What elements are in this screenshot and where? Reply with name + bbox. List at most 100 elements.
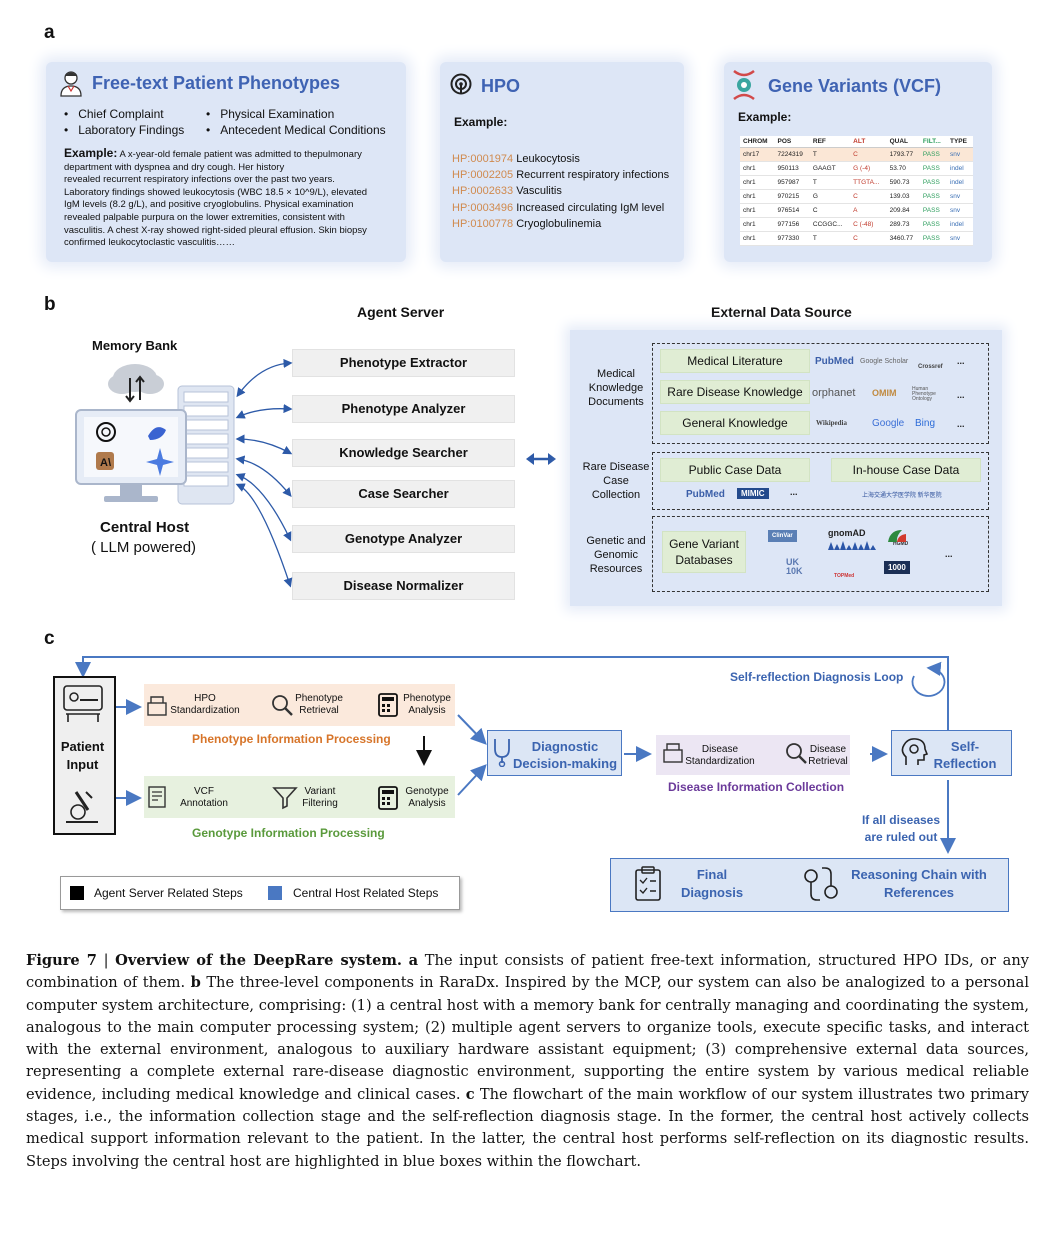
figure-caption: Figure 7 | Overview of the DeepRare syst… (26, 950, 1029, 1173)
magnifier-icon (272, 695, 293, 716)
patient-bed-icon (63, 685, 103, 722)
legend-agent-swatch (70, 886, 84, 900)
omim-logo: OMIM (872, 388, 897, 398)
vcf-cell: 957987 (774, 175, 810, 190)
legend-agent-label: Agent Server Related Steps (94, 886, 243, 900)
uk10k-logo: UK 10K (786, 557, 803, 576)
monitor-icon: A\ (75, 409, 187, 502)
step-phenotype-analysis: Phenotype Analysis (403, 693, 451, 716)
clinvar-logo: ClinVar (768, 530, 797, 542)
memory-bank-label: Memory Bank (92, 338, 178, 353)
cloud-icon (108, 364, 164, 403)
vcf-cell: C (850, 189, 887, 204)
example-line: Laboratory findings showed leukocytosis … (64, 186, 368, 198)
vcf-cell: 970215 (774, 189, 810, 204)
magnifier-icon (786, 743, 807, 764)
vcf-table: CHROM POS REF ALT QUAL FILT... TYPE chr1… (740, 136, 973, 246)
vcf-cell: chr1 (740, 175, 775, 190)
vcf-cell: snv (946, 147, 973, 162)
free-text-example: Example: A x-year-old female patient was… (64, 147, 404, 250)
ellipsis: ... (957, 356, 965, 366)
example-line: vasculitis. A chest X-ray showed right-s… (64, 224, 367, 236)
vcf-cell: snv (946, 189, 973, 204)
diagnostic-decision-box (487, 730, 622, 776)
inhouse-logo: 上海交通大学医学院 新华医院 (862, 493, 942, 499)
vcf-cell: CCGGC... (809, 217, 851, 232)
filter-icon (272, 787, 298, 810)
vcf-cell: PASS (919, 161, 947, 176)
vcf-cell: A (850, 203, 887, 218)
vcf-cell: indel (946, 161, 973, 176)
vcf-cell: T (809, 231, 851, 246)
hpo-icon (450, 73, 472, 95)
vcf-cell: PASS (919, 231, 947, 246)
hpo-item: HP:0100778 Cryoglobulinemia (452, 217, 602, 230)
vcf-header: QUAL (886, 136, 920, 148)
agent-knowledge-searcher: Knowledge Searcher (292, 439, 515, 467)
bullet-item: • Antecedent Medical Conditions (206, 123, 386, 137)
central-host-sub: ( LLM powered) (91, 539, 197, 556)
calculator-icon (378, 693, 398, 717)
vcf-example-label: Example: (738, 110, 792, 124)
dna-icon (733, 69, 755, 101)
example-line: IgM levels (8.2 g/L), and positive cryog… (64, 199, 354, 211)
free-text-card: Free-text Patient Phenotypes • Chief Com… (46, 62, 406, 262)
vcf-cell: 590.73 (886, 175, 920, 190)
vcf-cell: C (850, 147, 887, 162)
disease-collection-caption: Disease Information Collection (668, 780, 845, 794)
caption-b-text: The three-level components in RaraDx. In… (26, 974, 1030, 1103)
external-title: External Data Source (711, 304, 852, 320)
vcf-cell: chr1 (740, 203, 775, 218)
vcf-cell: snv (946, 231, 973, 246)
vcf-cell: GAAGT (809, 161, 851, 176)
agent-server-title: Agent Server (357, 304, 445, 320)
gnomad-logo: gnomAD (828, 528, 866, 538)
topmed-logo: TOPMed (834, 573, 855, 579)
gnomad-mark-icon (828, 541, 876, 550)
vcf-header: REF (809, 136, 851, 148)
vcf-cell: C (850, 231, 887, 246)
calculator-icon (378, 786, 398, 810)
item-gene-variant-databases: Gene Variant Databases (662, 531, 746, 573)
vcf-cell: PASS (919, 217, 947, 232)
step-disease-standardization: Disease Standardization (685, 744, 755, 767)
free-text-title: Free-text Patient Phenotypes (92, 73, 341, 93)
caption-fig-label: Figure 7 (26, 952, 97, 969)
final-diagnosis-box (610, 858, 1009, 912)
vcf-cell: snv (946, 203, 973, 218)
ellipsis: ... (945, 549, 953, 559)
hpo-card: HPO Example: HP:0001974 Leukocytosis HP:… (440, 62, 684, 262)
vcf-cell: G (-4) (850, 161, 887, 176)
vcf-cell: 976514 (774, 203, 810, 218)
google-scholar-logo: Google Scholar (860, 358, 909, 365)
vcf-cell: 1793.77 (886, 147, 920, 162)
bullet-item: • Physical Examination (206, 107, 335, 121)
vcf-header: ALT (850, 136, 887, 148)
vcf-cell: 7224319 (774, 147, 810, 162)
item-medical-literature: Medical Literature (660, 349, 810, 373)
self-reflection-box (891, 730, 1012, 776)
vcf-cell: chr17 (740, 147, 775, 162)
group-box-genetic (652, 516, 989, 592)
agent-phenotype-extractor: Phenotype Extractor (292, 349, 515, 377)
vcf-cell: C (809, 203, 851, 218)
vcf-cell: G (809, 189, 851, 204)
vcf-cell: PASS (919, 175, 947, 190)
google-logo: Google (872, 418, 905, 429)
panel-label-a: a (44, 22, 55, 43)
mimic-logo: MIMIC (737, 488, 769, 499)
vcf-cell: PASS (919, 147, 947, 162)
bullet-item: • Laboratory Findings (64, 123, 185, 137)
legend: Agent Server Related Steps Central Host … (60, 876, 460, 910)
vcf-cell: 977156 (774, 217, 810, 232)
ellipsis: ... (790, 487, 798, 497)
caption-a-text: The input consists of patient free-text … (26, 952, 1029, 992)
vcf-cell: indel (946, 217, 973, 232)
central-host-label: Central Host (100, 519, 190, 536)
agent-disease-normalizer: Disease Normalizer (292, 572, 515, 600)
step-genotype-analysis: Genotype Analysis (405, 786, 449, 809)
